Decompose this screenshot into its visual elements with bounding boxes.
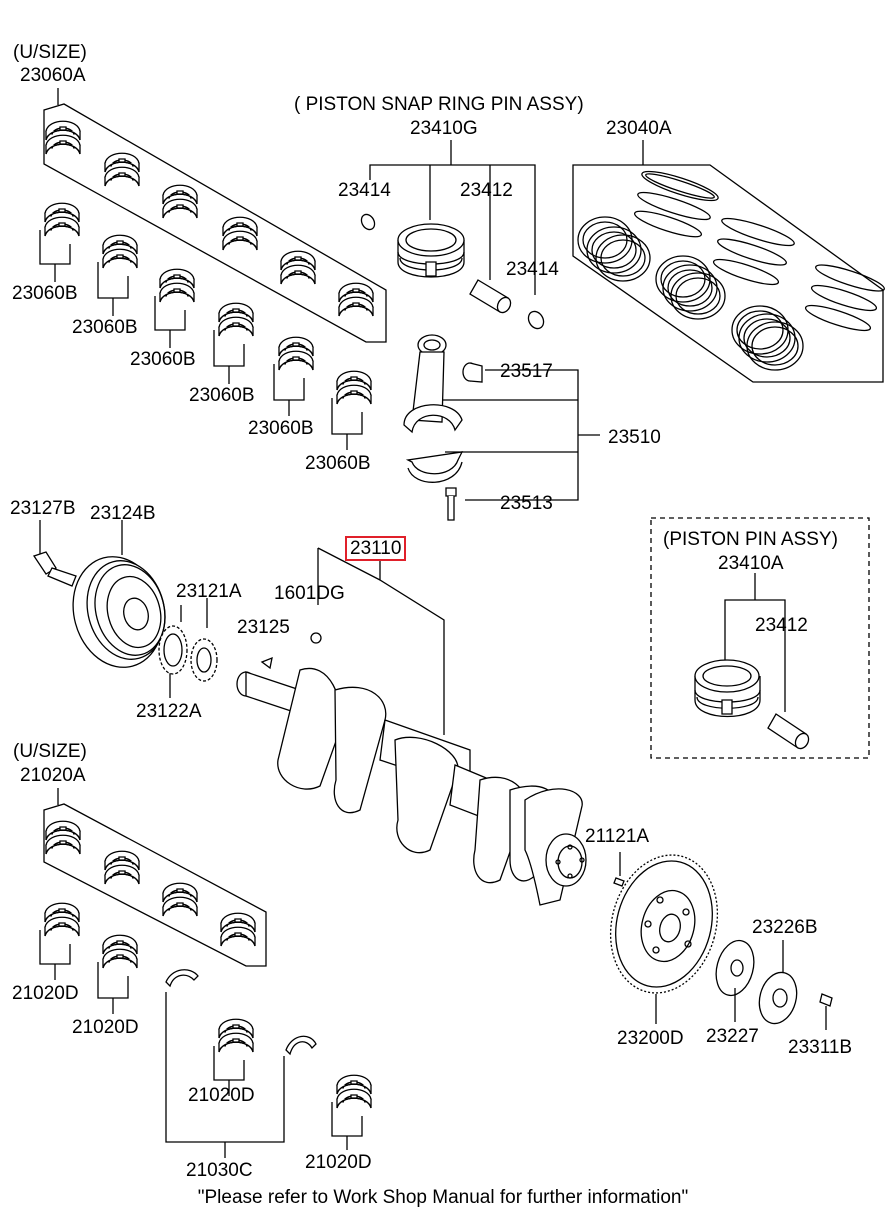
part-number-23311B: 23311B [788, 1037, 853, 1058]
piston-pin-assy-title: (PISTON PIN ASSY) [663, 529, 838, 550]
pulley-group [34, 520, 217, 698]
usize-label-bottom: (U/SIZE) [13, 741, 87, 762]
part-number-21020D: 21020D [12, 983, 79, 1004]
part-number-23510: 23510 [608, 427, 661, 448]
usize-label-top: (U/SIZE) [13, 42, 87, 63]
part-number-23060B: 23060B [189, 385, 255, 406]
part-number-23410G: 23410G [410, 118, 478, 139]
part-number-23414: 23414 [506, 259, 559, 280]
part-number-1601DG: 1601DG [274, 583, 345, 604]
part-number-23060B: 23060B [12, 283, 78, 304]
part-number-21121A: 21121A [585, 826, 650, 847]
part-number-21030C: 21030C [186, 1160, 253, 1181]
bearing-stack-21020D [40, 903, 371, 1150]
flywheel-group [596, 843, 832, 1030]
part-number-23060B: 23060B [72, 317, 138, 338]
piston-assembly-23410G [359, 140, 547, 331]
part-number-23412: 23412 [755, 615, 808, 636]
part-number-23060B: 23060B [248, 418, 314, 439]
part-number-23060B: 23060B [130, 349, 196, 370]
connecting-rod-23510 [404, 335, 600, 520]
part-number-23200D: 23200D [617, 1028, 684, 1049]
piston-pin-assembly-23410A [651, 518, 869, 758]
part-number-21020D: 21020D [305, 1152, 372, 1173]
part-number-23127B: 23127B [10, 498, 76, 519]
part-number-23060B: 23060B [305, 453, 371, 474]
part-number-23517: 23517 [500, 361, 553, 382]
part-number-23125: 23125 [237, 617, 290, 638]
part-number-23414: 23414 [338, 180, 391, 201]
part-number-23124B: 23124B [90, 503, 156, 524]
main-bearing-set-23060A [44, 88, 386, 342]
bearing-stack-23060B [40, 203, 371, 450]
part-number-23410A: 23410A [718, 553, 784, 574]
part-number-23227: 23227 [706, 1026, 759, 1047]
footer-note: "Please refer to Work Shop Manual for fu… [197, 1187, 689, 1208]
part-number-21020A: 21020A [20, 765, 86, 786]
part-number-23060A: 23060A [20, 65, 86, 86]
part-number-21020D: 21020D [188, 1085, 255, 1106]
part-number-21020D: 21020D [72, 1017, 139, 1038]
part-number-23110-highlighted[interactable]: 23110 [345, 536, 407, 561]
piston-ring-set-23040A [573, 140, 886, 382]
part-number-23412: 23412 [460, 180, 513, 201]
part-number-23226B: 23226B [752, 917, 818, 938]
part-number-23040A: 23040A [606, 118, 672, 139]
part-number-23122A: 23122A [136, 701, 202, 722]
part-number-23121A: 23121A [176, 581, 242, 602]
thrust-washer-21030C [166, 970, 316, 1158]
crankshaft-23110 [237, 548, 624, 905]
main-bearing-set-21020A [44, 788, 266, 966]
part-number-23513: 23513 [500, 493, 553, 514]
piston-snap-ring-pin-assy-title: ( PISTON SNAP RING PIN ASSY) [294, 94, 584, 115]
